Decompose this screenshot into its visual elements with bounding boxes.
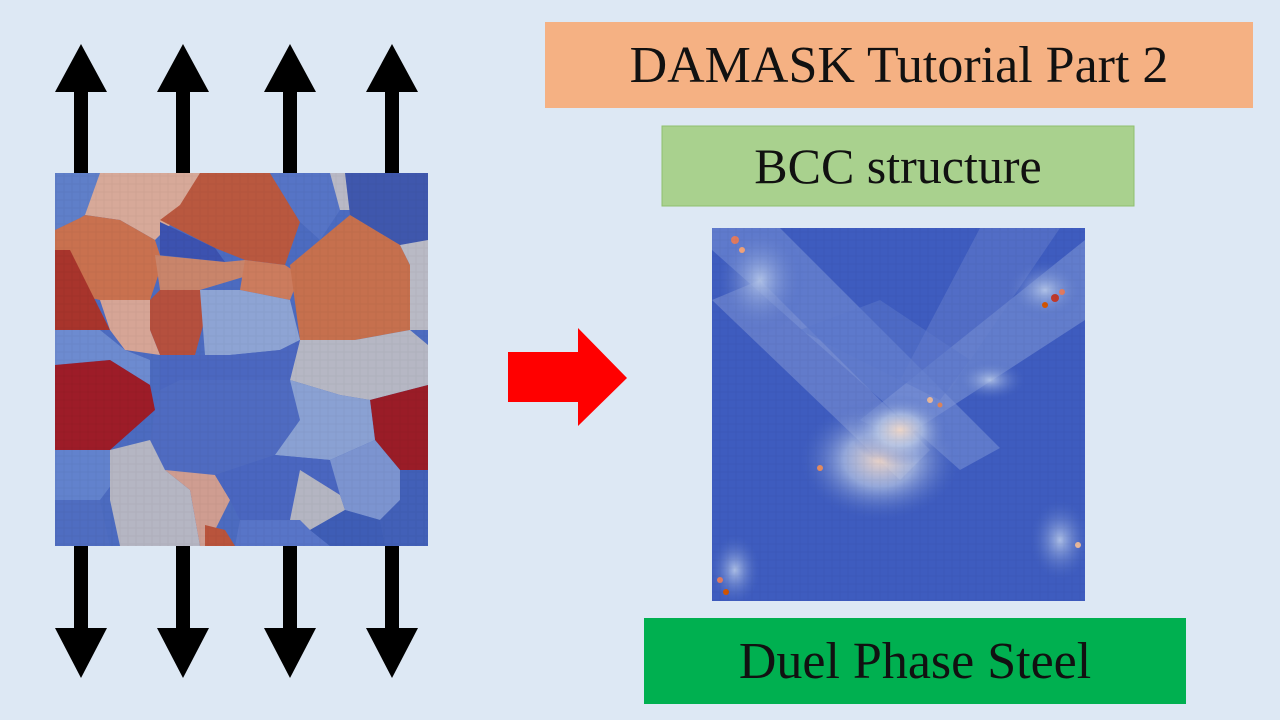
title-text: DAMASK Tutorial Part 2 <box>629 36 1169 94</box>
arrow-up-icon <box>264 44 316 174</box>
subtitle-text: BCC structure <box>754 138 1042 194</box>
caption-text: Duel Phase Steel <box>738 632 1092 690</box>
arrow-up-icon <box>55 44 107 174</box>
arrow-right-icon <box>508 328 627 426</box>
arrow-down-icon <box>366 545 418 678</box>
slide-subtitle: BCC structure <box>662 126 1134 206</box>
arrow-down-icon <box>157 545 209 678</box>
arrow-up-icon <box>366 44 418 174</box>
grain-microstructure-image <box>55 173 428 546</box>
slide-caption: Duel Phase Steel <box>644 618 1186 704</box>
title-background <box>545 22 1253 108</box>
arrow-down-icon <box>264 545 316 678</box>
top-tension-arrows <box>55 44 418 174</box>
subtitle-background <box>661 125 1135 207</box>
stress-field-image <box>712 228 1085 601</box>
arrow-up-icon <box>157 44 209 174</box>
caption-background <box>644 618 1186 704</box>
arrow-down-icon <box>55 545 107 678</box>
bottom-tension-arrows <box>55 545 418 678</box>
slide-title: DAMASK Tutorial Part 2 <box>545 22 1253 108</box>
